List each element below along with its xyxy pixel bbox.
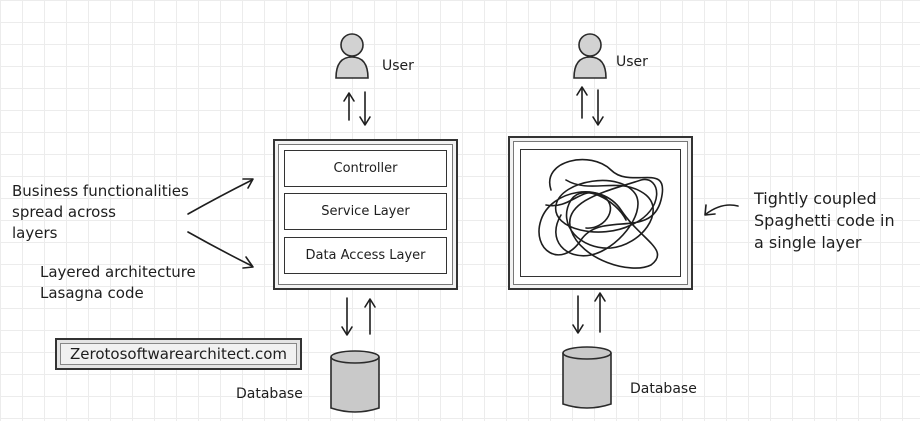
annotation-spaghetti-line-3: a single layer — [754, 233, 862, 252]
data-access-layer-label: Data Access Layer — [305, 248, 426, 263]
annotation-layered-line-1: Layered architecture — [40, 263, 196, 281]
user-label-right: User — [616, 54, 648, 70]
controller-layer: Controller — [284, 150, 447, 187]
user-icon-right — [573, 33, 607, 79]
service-layer-label: Service Layer — [321, 204, 410, 219]
annotation-spaghetti: Tightly coupled Spaghetti code in a sing… — [754, 188, 895, 254]
user-label-left: User — [382, 58, 414, 74]
arrow-business-to-layers — [187, 178, 254, 215]
database-label-right: Database — [630, 381, 697, 397]
watermark-box: Zerotosoftwarearchitect.com — [55, 338, 302, 370]
spaghetti-scribble — [538, 158, 664, 269]
arrows-user-right — [576, 86, 604, 126]
layered-architecture-box: Controller Service Layer Data Access Lay… — [273, 139, 458, 290]
annotation-business-line-3: layers — [12, 224, 58, 242]
database-icon-right — [562, 346, 612, 409]
arrow-layered-to-layers — [187, 231, 254, 269]
watermark-text: Zerotosoftwarearchitect.com — [70, 345, 287, 363]
arrow-spaghetti-to-box — [704, 204, 739, 216]
database-icon-left — [330, 350, 380, 413]
database-label-left: Database — [236, 386, 303, 402]
controller-layer-label: Controller — [333, 161, 398, 176]
arrows-db-left — [341, 297, 376, 336]
spaghetti-inner-panel — [520, 149, 681, 277]
arrows-user-left — [343, 91, 371, 126]
arrows-db-right — [572, 292, 606, 334]
annotation-layered: Layered architecture Lasagna code — [40, 262, 196, 304]
data-access-layer: Data Access Layer — [284, 237, 447, 274]
annotation-spaghetti-line-2: Spaghetti code in — [754, 211, 895, 230]
spaghetti-code-box — [508, 136, 693, 290]
user-icon-left — [335, 33, 369, 79]
service-layer: Service Layer — [284, 193, 447, 230]
annotation-business-line-2: spread across — [12, 203, 116, 221]
annotation-business-line-1: Business functionalities — [12, 182, 189, 200]
annotation-spaghetti-line-1: Tightly coupled — [754, 189, 877, 208]
annotation-layered-line-2: Lasagna code — [40, 284, 144, 302]
annotation-business: Business functionalities spread across l… — [12, 181, 189, 244]
